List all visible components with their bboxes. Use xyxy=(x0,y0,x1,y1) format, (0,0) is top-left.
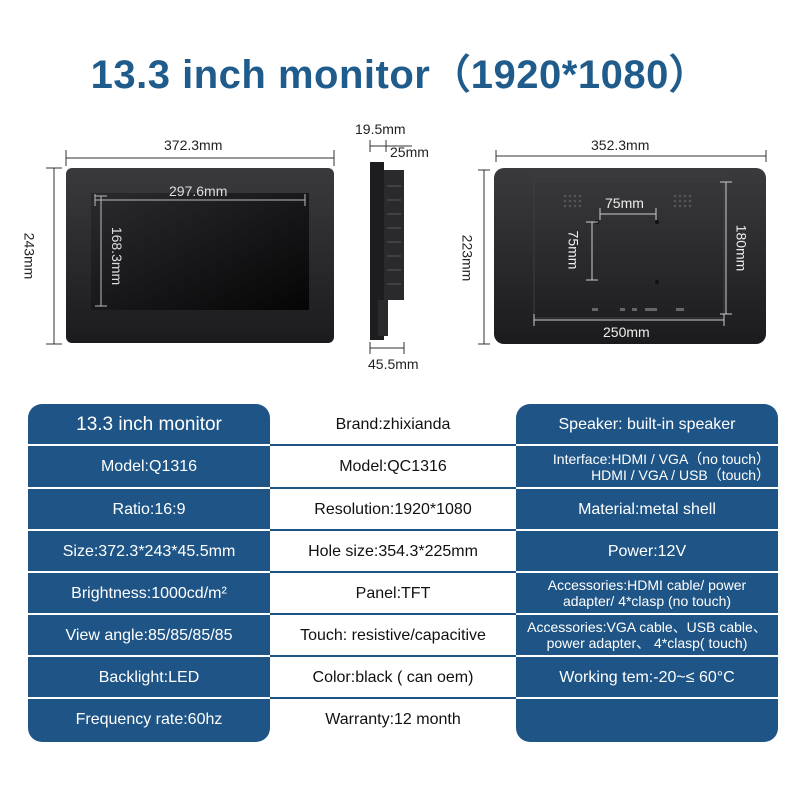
back-view xyxy=(478,150,767,345)
hole-vertical-label: 75mm xyxy=(565,230,582,270)
spec-working-temperature: Working tem:-20~≤ 60°C xyxy=(559,668,735,686)
side-depth-bottom-label: 45.5mm xyxy=(368,356,419,372)
spec-interface-line-1: Interface:HDMI / VGA（no touch） xyxy=(552,450,770,467)
spec-panel-right xyxy=(516,404,778,742)
spec-accessories-no-touch: Accessories:HDMI cable/ power adapter/ 4… xyxy=(516,573,778,613)
monitor-back xyxy=(494,168,766,344)
spec-model: Model:Q1316 xyxy=(100,458,198,475)
spec-speaker: Speaker: built-in speaker xyxy=(558,415,736,433)
spec-accessories-2-line-1: Accessories:VGA cable、USB cable、 xyxy=(527,619,767,635)
spec-left-header: 13.3 inch monitor xyxy=(76,413,222,435)
front-height-label: 243mm xyxy=(21,232,38,280)
spec-accessories-1-line-2: adapter/ 4*clasp (no touch) xyxy=(562,593,732,609)
side-depth-mid-label: 25mm xyxy=(390,144,429,160)
monitor-screen xyxy=(91,193,309,310)
spec-model-2: Model:QC1316 xyxy=(339,458,447,475)
spec-touch: Touch: resistive/capacitive xyxy=(300,626,486,644)
side-depth-top-label: 19.5mm xyxy=(355,121,406,137)
spec-interface-line-2: HDMI / VGA / USB（touch） xyxy=(591,466,770,483)
hole-horizontal-label: 75mm xyxy=(605,195,644,211)
spec-brightness: Brightness:1000cd/m² xyxy=(71,584,227,602)
spec-color: Color:black ( can oem) xyxy=(312,668,474,686)
screen-height-label: 168.3mm xyxy=(109,226,126,286)
spec-resolution: Resolution:1920*1080 xyxy=(314,500,472,518)
back-width-label: 352.3mm xyxy=(591,137,650,153)
spec-view-angle: View angle:85/85/85/85 xyxy=(65,626,233,644)
spec-ratio: Ratio:16:9 xyxy=(112,500,186,518)
back-height-label: 223mm xyxy=(459,234,476,282)
spec-hole-size: Hole size:354.3*225mm xyxy=(308,542,478,560)
spec-accessories-touch: Accessories:VGA cable、USB cable、 power a… xyxy=(516,615,778,655)
spec-brand: Brand:zhixianda xyxy=(335,415,451,433)
front-view xyxy=(46,150,335,345)
screen-width-label: 297.6mm xyxy=(169,183,228,199)
hole-span-label: 180mm xyxy=(733,224,750,272)
spec-warranty: Warranty:12 month xyxy=(325,710,461,728)
spec-backlight: Backlight:LED xyxy=(98,668,200,686)
spec-accessories-1-line-1: Accessories:HDMI cable/ power xyxy=(547,577,747,593)
side-view xyxy=(369,140,412,354)
page-title: 13.3 inch monitor（1920*1080） xyxy=(90,53,710,97)
spec-accessories-2-line-2: power adapter、 4*clasp( touch) xyxy=(546,635,748,651)
spec-empty-cell xyxy=(516,699,778,739)
spec-panel-left xyxy=(28,404,270,742)
spec-panel-type: Panel:TFT xyxy=(355,584,431,602)
front-width-label: 372.3mm xyxy=(164,137,223,153)
spec-panel-middle xyxy=(270,404,516,742)
spec-material: Material:metal shell xyxy=(578,500,716,518)
product-drawings xyxy=(46,140,767,354)
spec-interface: Interface:HDMI / VGA（no touch） HDMI / VG… xyxy=(516,446,778,487)
spec-power: Power:12V xyxy=(607,542,687,560)
spec-size: Size:372.3*243*45.5mm xyxy=(62,542,236,560)
spec-frequency: Frequency rate:60hz xyxy=(75,710,223,728)
bottom-span-label: 250mm xyxy=(603,324,650,340)
